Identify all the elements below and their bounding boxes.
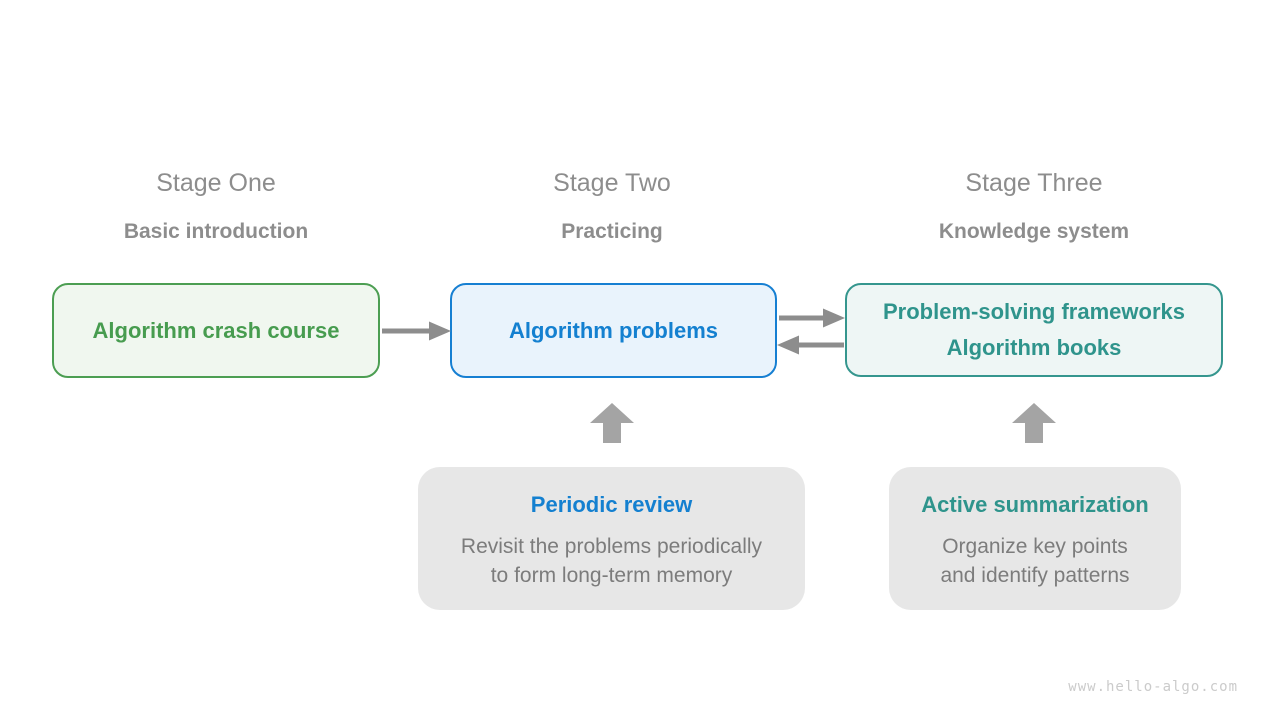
arrow-knowledge-to-problems-icon bbox=[777, 335, 844, 355]
note-periodic-review: Periodic review Revisit the problems per… bbox=[418, 467, 805, 610]
box-knowledge-line-books: Algorithm books bbox=[946, 335, 1122, 360]
watermark-url: www.hello-algo.com bbox=[1068, 679, 1238, 695]
up-arrow-active-summarization-icon bbox=[1012, 403, 1056, 443]
note-active-summarization-body: Organize key points and identify pattern… bbox=[889, 532, 1181, 590]
box-algorithm-problems: Algorithm problems bbox=[450, 283, 777, 378]
box-knowledge-line-frameworks: Problem-solving frameworks bbox=[883, 299, 1185, 324]
stage-three-title: Stage Three bbox=[965, 169, 1103, 197]
arrow-problems-to-knowledge-icon bbox=[779, 308, 845, 328]
up-arrow-periodic-review-icon bbox=[590, 403, 634, 443]
note-active-summarization-line2: and identify patterns bbox=[940, 564, 1130, 587]
stage-three-subtitle: Knowledge system bbox=[938, 220, 1130, 243]
note-periodic-review-line1: Revisit the problems periodically bbox=[460, 535, 763, 558]
note-active-summarization: Active summarization Organize key points… bbox=[889, 467, 1181, 610]
stage-two-subtitle: Practicing bbox=[561, 220, 663, 243]
box-algorithm-crash-course: Algorithm crash course bbox=[52, 283, 380, 378]
stage-two-title: Stage Two bbox=[553, 169, 671, 197]
note-periodic-review-body: Revisit the problems periodically to for… bbox=[418, 532, 805, 590]
stage-three-header: Stage Three Knowledge system bbox=[834, 168, 1234, 245]
note-periodic-review-line2: to form long-term memory bbox=[490, 564, 733, 587]
stage-one-title: Stage One bbox=[156, 169, 276, 197]
stage-two-header: Stage Two Practicing bbox=[412, 168, 812, 245]
note-active-summarization-title: Active summarization bbox=[921, 492, 1149, 517]
arrow-crash-to-problems-icon bbox=[382, 321, 451, 341]
box-algorithm-problems-label: Algorithm problems bbox=[508, 317, 718, 343]
stage-one-subtitle: Basic introduction bbox=[123, 220, 309, 243]
note-periodic-review-title: Periodic review bbox=[530, 492, 693, 517]
note-active-summarization-line1: Organize key points bbox=[942, 535, 1128, 558]
stage-one-header: Stage One Basic introduction bbox=[16, 168, 416, 245]
box-knowledge-system: Problem-solving frameworks Algorithm boo… bbox=[845, 283, 1223, 377]
box-algorithm-crash-course-label: Algorithm crash course bbox=[92, 317, 340, 343]
